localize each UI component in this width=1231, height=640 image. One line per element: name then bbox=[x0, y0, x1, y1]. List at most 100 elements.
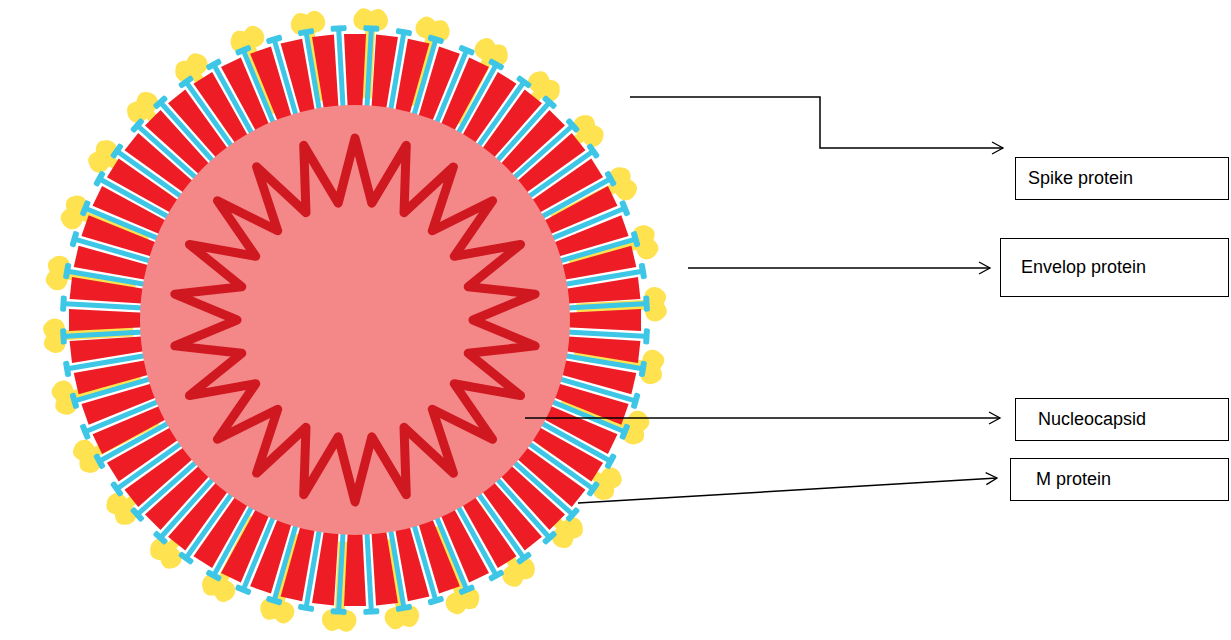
envelope-protein-shape bbox=[60, 295, 144, 316]
envelope-cap bbox=[110, 481, 124, 498]
envelope-cap bbox=[205, 569, 222, 582]
envelope-stem bbox=[550, 399, 624, 433]
envelope-cap bbox=[363, 608, 379, 615]
envelope-stem bbox=[213, 65, 255, 136]
envelope-stem bbox=[564, 269, 642, 287]
envelope-cap bbox=[604, 170, 617, 187]
envelope-cap bbox=[152, 95, 168, 110]
envelope-stem bbox=[304, 529, 322, 607]
envelope-protein-shape bbox=[490, 473, 557, 546]
envelope-cap bbox=[266, 34, 283, 44]
envelope-stem bbox=[272, 41, 298, 117]
envelope-cap bbox=[110, 143, 124, 160]
envelope-protein-shape bbox=[69, 371, 153, 409]
envelope-protein-shape bbox=[490, 95, 557, 168]
envelope-stem bbox=[455, 504, 497, 575]
envelope-protein-shape bbox=[523, 143, 600, 204]
membrane-segment bbox=[561, 309, 641, 331]
envelope-protein-shape bbox=[359, 531, 380, 615]
envelope-protein-shape bbox=[548, 200, 631, 247]
envelope-cap bbox=[458, 584, 475, 596]
envelope-stem bbox=[76, 237, 152, 263]
label-box: Nucleocapsid bbox=[1015, 398, 1229, 441]
spike-head bbox=[289, 9, 327, 36]
envelope-protein-shape bbox=[508, 455, 581, 522]
spike-head bbox=[644, 286, 668, 322]
envelope-stem bbox=[69, 269, 147, 287]
envelope-stem bbox=[364, 532, 373, 610]
envelope-cap bbox=[630, 231, 640, 248]
envelope-cap bbox=[604, 453, 617, 470]
envelope-protein-shape bbox=[298, 28, 328, 113]
envelope-cap bbox=[639, 263, 648, 280]
envelope-protein-shape bbox=[63, 348, 148, 378]
envelope-protein-shape bbox=[110, 436, 187, 497]
envelope-protein-shape bbox=[130, 117, 203, 184]
envelope-protein-shape bbox=[298, 528, 328, 613]
envelope-cap bbox=[266, 595, 283, 605]
envelope-protein-shape bbox=[63, 263, 148, 293]
envelope-cap bbox=[542, 530, 558, 545]
envelope-cap bbox=[205, 58, 222, 71]
envelope-protein-shape bbox=[406, 521, 444, 605]
envelope-stem bbox=[388, 529, 406, 607]
envelope-cap bbox=[488, 58, 505, 71]
envelope-cap bbox=[330, 25, 346, 32]
spike-head bbox=[43, 318, 67, 354]
envelope-cap bbox=[516, 75, 533, 89]
spike-head bbox=[639, 348, 666, 386]
envelope-cap bbox=[458, 44, 475, 56]
envelope-cap bbox=[130, 507, 145, 523]
envelope-stem bbox=[567, 329, 645, 338]
envelope-stem bbox=[336, 30, 345, 108]
envelope-cap bbox=[235, 584, 252, 596]
envelope-cap bbox=[60, 295, 67, 311]
envelope-protein-shape bbox=[563, 348, 648, 378]
envelope-protein-shape bbox=[563, 263, 648, 293]
rna-genome bbox=[175, 138, 535, 502]
label-text: M protein bbox=[1036, 469, 1111, 491]
envelope-protein-shape bbox=[152, 473, 219, 546]
envelope-protein-shape bbox=[406, 34, 444, 118]
envelope-protein-shape bbox=[537, 416, 617, 470]
envelope-cap bbox=[63, 263, 72, 280]
envelope-protein-shape bbox=[471, 488, 532, 565]
membrane-segment bbox=[69, 309, 149, 331]
membrane-segment bbox=[344, 34, 366, 114]
envelope-cap bbox=[488, 569, 505, 582]
envelope-stem bbox=[69, 353, 147, 371]
envelope-cap bbox=[93, 170, 106, 187]
envelope-protein-shape bbox=[93, 170, 173, 224]
envelope-protein-shape bbox=[508, 117, 581, 184]
envelope-protein-shape bbox=[566, 295, 650, 316]
envelope-stem bbox=[65, 329, 143, 338]
leader-line bbox=[688, 267, 990, 269]
envelope-protein-shape bbox=[330, 25, 351, 109]
envelope-cap bbox=[152, 530, 168, 545]
envelope-stem bbox=[86, 207, 160, 241]
spike-head bbox=[49, 378, 79, 417]
envelope-cap bbox=[178, 75, 195, 89]
envelope-stem bbox=[411, 523, 437, 599]
envelope-stem bbox=[564, 353, 642, 371]
leader-line bbox=[525, 417, 1000, 419]
spike-head bbox=[383, 604, 421, 631]
envelope-cap bbox=[542, 95, 558, 110]
envelope-protein-shape bbox=[110, 143, 187, 204]
envelope-protein-shape bbox=[359, 25, 380, 109]
envelope-protein-shape bbox=[152, 95, 219, 168]
envelope-protein-shape bbox=[79, 394, 162, 441]
envelope-stem bbox=[558, 376, 634, 402]
envelope-cap bbox=[396, 604, 413, 613]
envelope-cap bbox=[93, 453, 106, 470]
envelope-stem bbox=[86, 399, 160, 433]
membrane-segment bbox=[344, 526, 366, 606]
spike-head bbox=[413, 14, 452, 44]
envelope-cap bbox=[639, 361, 648, 378]
envelope-protein-shape bbox=[566, 324, 650, 345]
envelope-cap bbox=[586, 481, 600, 498]
envelope-protein-shape bbox=[523, 436, 600, 497]
envelope-stem bbox=[567, 301, 645, 310]
